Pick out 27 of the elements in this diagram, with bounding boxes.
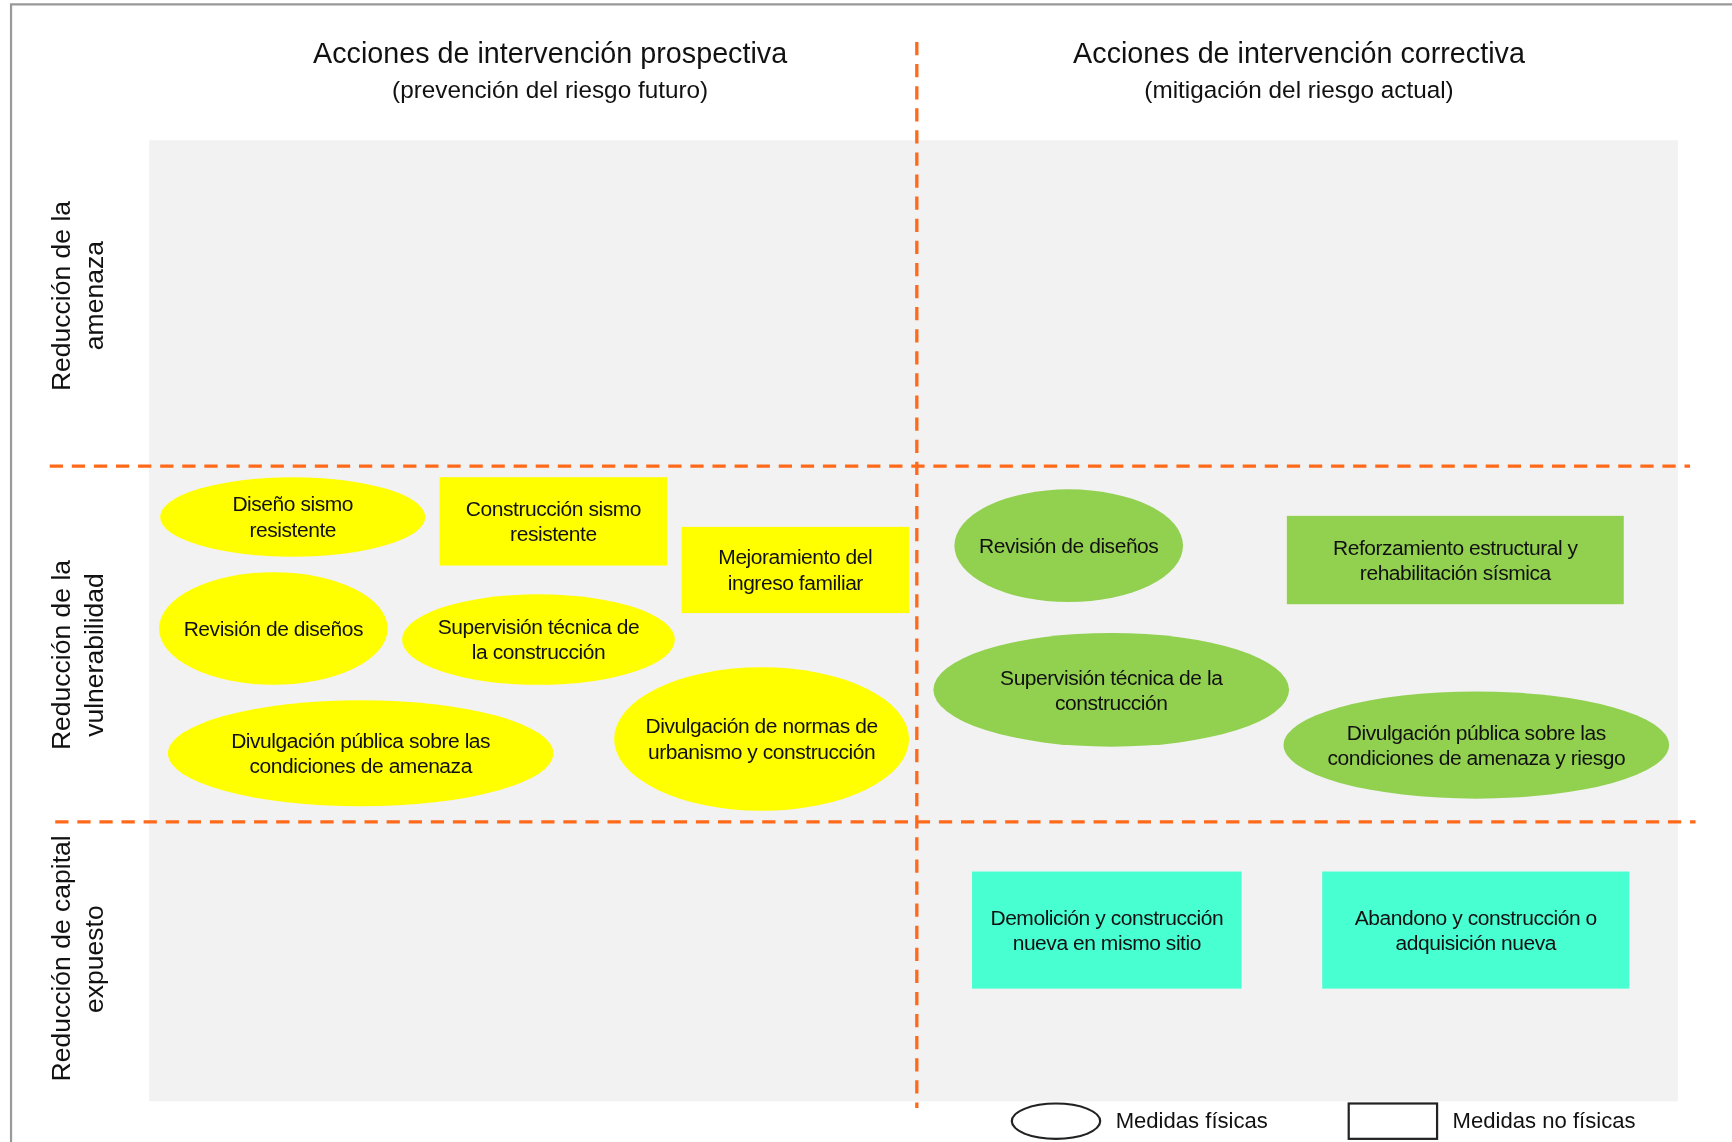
- node-text: Divulgación pública sobre las condiciones de amenaza: [230, 728, 492, 779]
- column-subheading: (mitigación del riesgo actual): [1143, 76, 1455, 105]
- rectangle-node: [972, 871, 1242, 989]
- rectangle-node: [1286, 515, 1624, 605]
- node-text: Supervisión técnica de la construcción: [999, 664, 1224, 716]
- node-text: Construcción sismo resistente: [464, 496, 642, 547]
- rectangle-node: [681, 526, 910, 614]
- rectangle-node: [1322, 871, 1630, 989]
- node-text: Mejoramiento del ingreso familiar: [717, 544, 874, 596]
- rectangle-node: [439, 477, 668, 566]
- node-text: Abandono y construcción o adquisición nueva: [1353, 904, 1598, 956]
- column-heading: Acciones de intervención correctiva: [1072, 36, 1526, 71]
- node-text: Revisión de diseños: [183, 615, 364, 642]
- column-subheading: (prevención del riesgo futuro): [391, 76, 710, 105]
- node-text: Revisión de diseños: [978, 533, 1159, 559]
- node-text: Demolición y construcción nueva en mismo sitio: [989, 904, 1225, 956]
- row-heading: Reducción de la vulnerabilidad: [44, 558, 110, 753]
- row-heading: Reducción de la amenaza: [44, 199, 110, 394]
- legend-text: Medidas físicas: [1115, 1107, 1268, 1134]
- node-text: Divulgación de normas de urbanismo y construcción: [644, 713, 879, 765]
- node-text: Diseño sismo resistente: [231, 491, 355, 543]
- node-text: Divulgación pública sobre las condiciones de amenaza y riesgo: [1326, 719, 1627, 771]
- node-text: Supervisión técnica de la construcción: [436, 614, 641, 665]
- node-text: Reforzamiento estructural y rehabilitación sísmica: [1331, 534, 1579, 586]
- column-heading: Acciones de intervención prospectiva: [312, 36, 789, 71]
- row-heading: Reducción de capital expuesto: [44, 834, 110, 1084]
- legend-text: Medidas no físicas: [1452, 1107, 1636, 1134]
